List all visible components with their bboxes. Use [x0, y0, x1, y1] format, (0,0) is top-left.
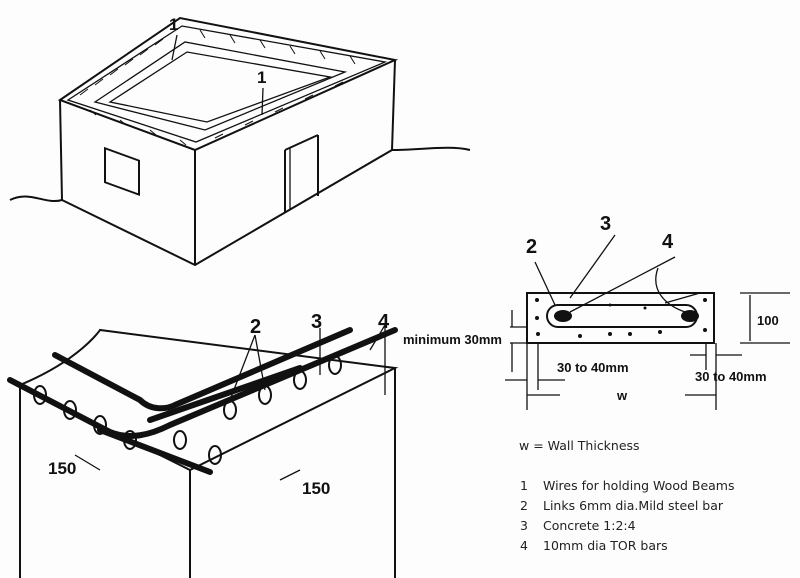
legend-text-3: Concrete 1:2:4: [543, 518, 636, 533]
legend-num-3: 3: [520, 518, 528, 533]
right-side-cover-label: 30 to 40mm: [695, 369, 767, 384]
house-drawing: 1 1: [9, 15, 471, 267]
reinforcement-perspective: 2 3 4 150 150: [7, 311, 399, 578]
legend-text-2: Links 6mm dia.Mild steel bar: [543, 498, 724, 513]
beam-cross-section: 2 3 4 100 minimum 30mm 30 to 40mm 30 to …: [403, 213, 790, 410]
hatched-beams-icon: [79, 29, 356, 146]
house-callout-1b: 1: [257, 68, 266, 87]
legend-text-1: Wires for holding Wood Beams: [543, 478, 735, 493]
legend-num-4: 4: [520, 538, 528, 553]
width-symbol-label: w: [616, 388, 628, 403]
left-side-cover-label: 30 to 40mm: [557, 360, 629, 375]
spacing-right-label: 150: [302, 479, 330, 498]
section-callout-3: 3: [600, 213, 611, 235]
legend-text-4: 10mm dia TOR bars: [543, 538, 668, 553]
section-height-label: 100: [757, 313, 779, 328]
section-callout-4: 4: [662, 231, 674, 253]
legend-num-2: 2: [520, 498, 528, 513]
aggregate-dots: [535, 298, 707, 338]
legend-definition: w = Wall Thickness: [519, 438, 640, 453]
legend: w = Wall Thickness 1 Wires for holding W…: [519, 438, 735, 553]
house-callout-1a: 1: [169, 15, 178, 34]
perspective-callout-2: 2: [250, 316, 261, 338]
links-icon: [33, 355, 342, 465]
section-callout-2: 2: [526, 236, 537, 258]
bottom-cover-label: minimum 30mm: [403, 332, 502, 347]
perspective-callout-3: 3: [311, 311, 322, 333]
spacing-left-label: 150: [48, 459, 76, 478]
perspective-callout-4: 4: [378, 311, 390, 333]
legend-num-1: 1: [520, 478, 528, 493]
